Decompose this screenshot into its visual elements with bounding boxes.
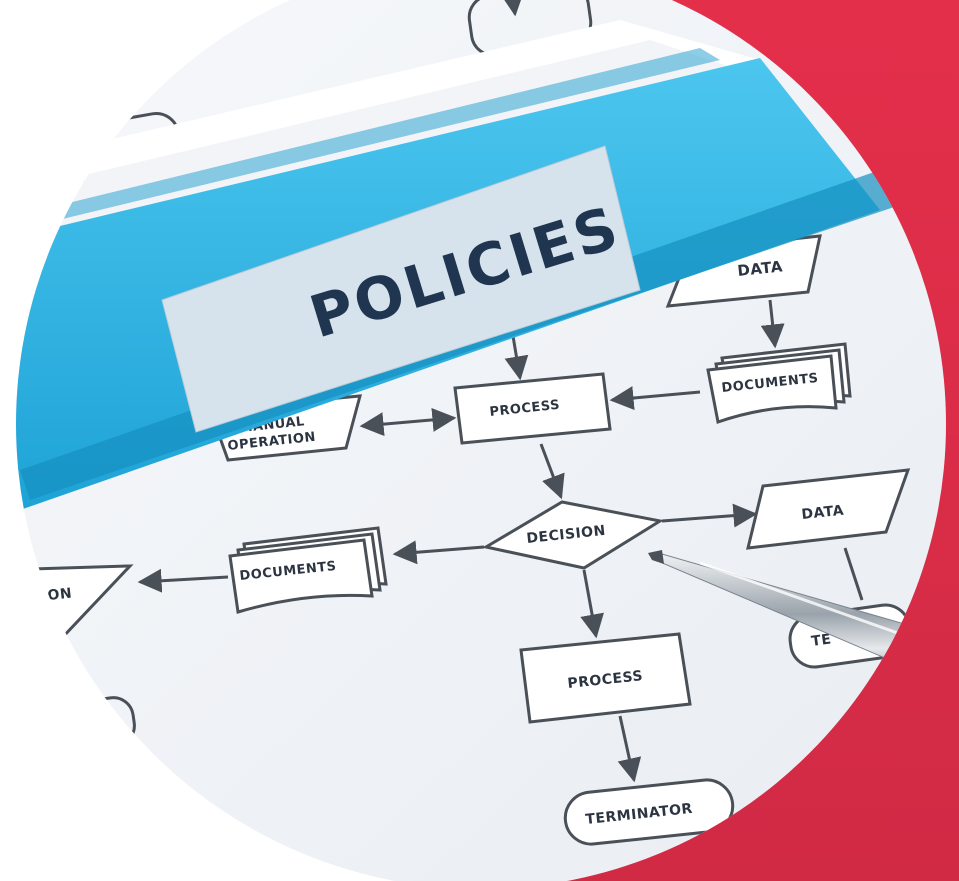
process-label-bottom: PROCESS — [567, 668, 644, 692]
terminator-shape — [563, 778, 735, 846]
partial-label-right: TE — [810, 631, 832, 650]
documents-shape-left — [228, 538, 374, 614]
policies-label-plate — [161, 145, 641, 433]
flowchart — [16, 0, 912, 846]
process-shape-bottom — [519, 632, 692, 724]
documents-shape-top — [706, 354, 838, 424]
decision-shape — [481, 500, 665, 570]
data-label-top: DATA — [737, 257, 784, 280]
partial-label-left: ON — [47, 585, 73, 603]
data-label-right: DATA — [801, 503, 845, 523]
process-label-top: PROCESS — [489, 398, 561, 420]
process-shape-top — [453, 372, 612, 445]
